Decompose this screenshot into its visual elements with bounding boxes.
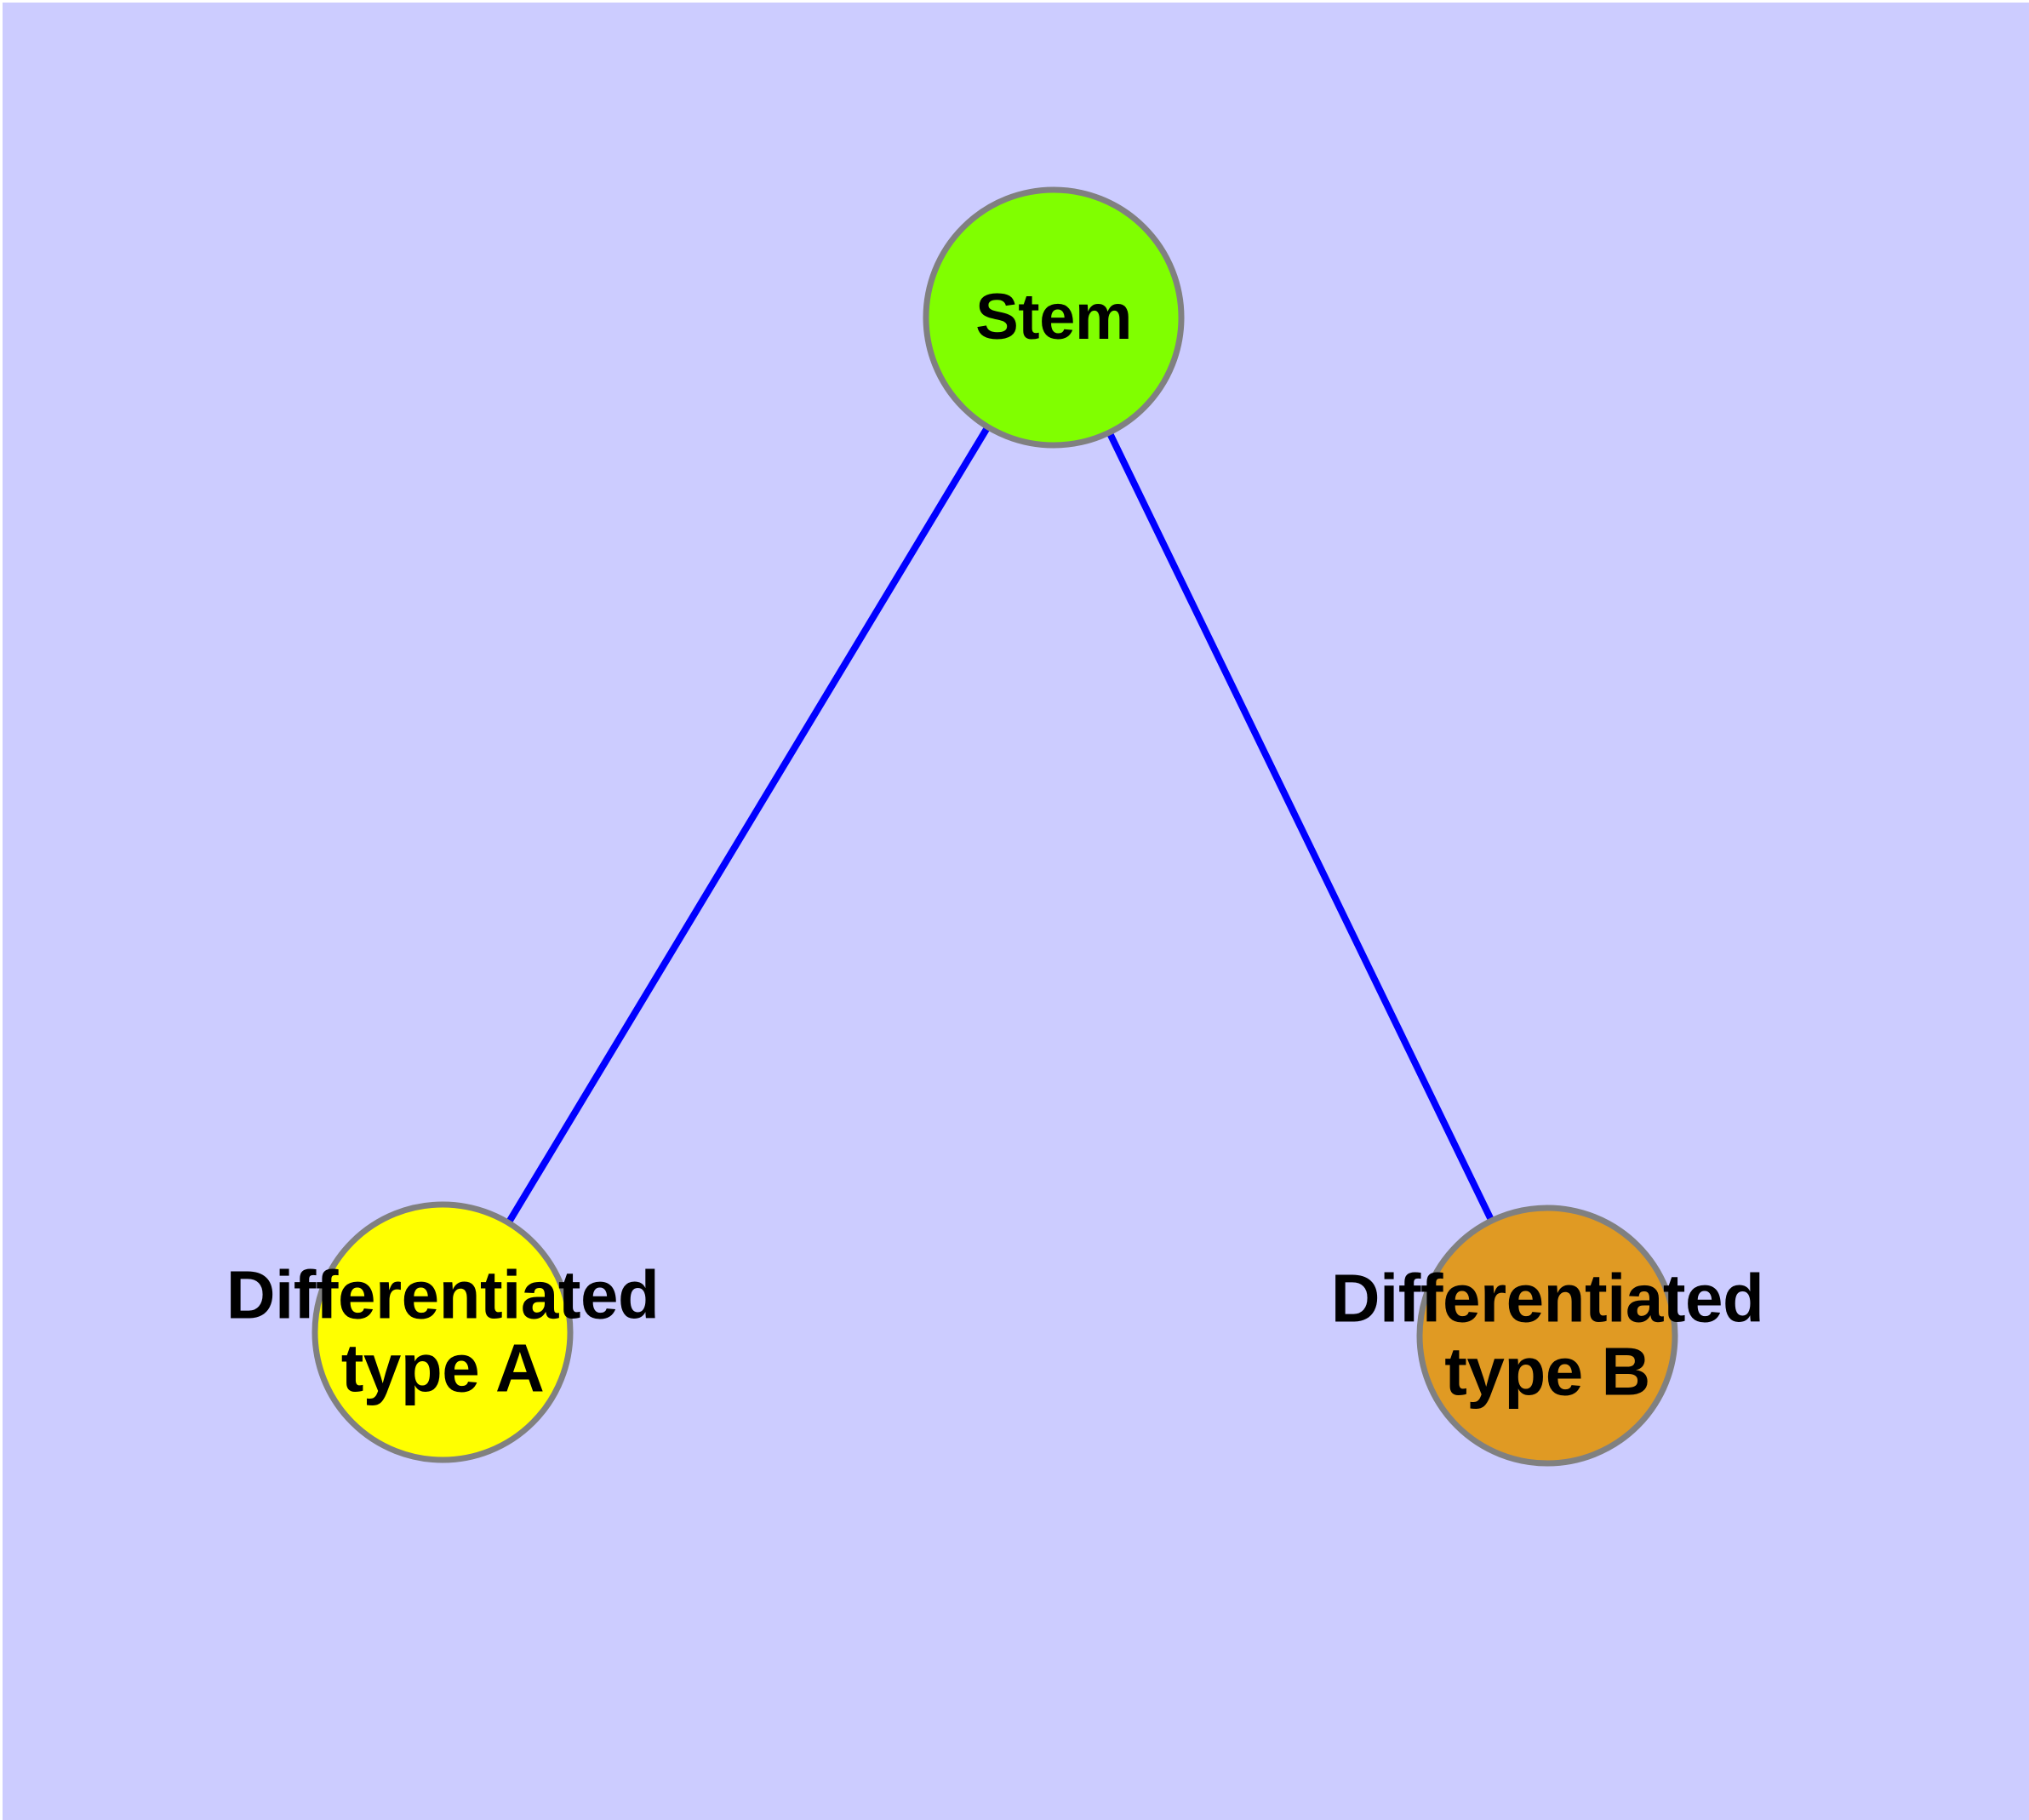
edge-stem-diff-b[interactable] xyxy=(1106,432,1495,1221)
node-stem[interactable] xyxy=(923,186,1185,449)
node-diff_b[interactable] xyxy=(1416,1205,1678,1467)
edges-layer xyxy=(506,426,1495,1223)
node-diff_a[interactable] xyxy=(311,1201,574,1463)
nodes-layer xyxy=(311,186,1678,1467)
edge-stem-diff-a[interactable] xyxy=(506,426,990,1223)
